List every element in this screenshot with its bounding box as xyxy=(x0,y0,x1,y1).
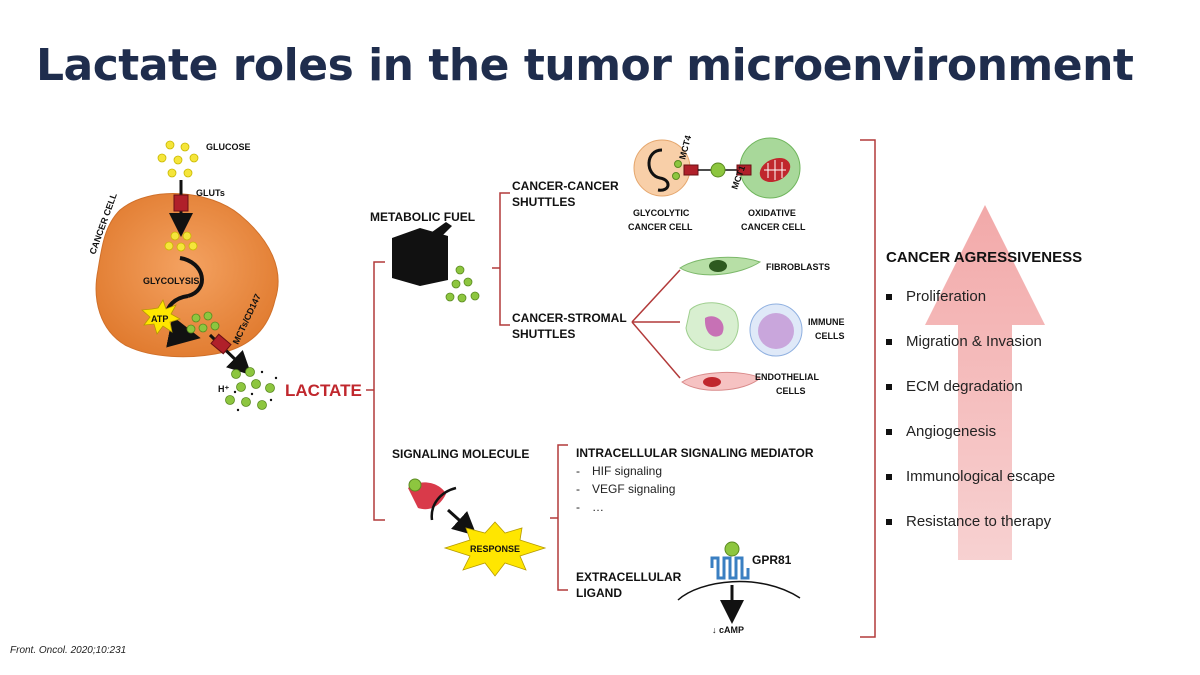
extracellular-line1: EXTRACELLULAR xyxy=(576,570,682,584)
intracellular-item-2: VEGF signaling xyxy=(592,482,675,496)
glucose-label: GLUCOSE xyxy=(206,142,251,152)
list-item: Proliferation xyxy=(884,288,1055,333)
aggressiveness-bracket xyxy=(860,139,876,638)
fibroblasts-label: FIBROBLASTS xyxy=(766,262,830,272)
extracellular-lactate xyxy=(225,367,275,410)
atp-label: ATP xyxy=(151,314,168,324)
list-item-label: Angiogenesis xyxy=(906,423,997,440)
bullet-icon xyxy=(886,519,892,525)
oxidative-label-2: CANCER CELL xyxy=(741,222,806,232)
cc-shuttles-line2: SHUTTLES xyxy=(512,195,575,209)
glycolysis-label: GLYCOLYSIS xyxy=(143,276,199,286)
h-plus-label: H⁺ xyxy=(218,384,229,394)
extracellular-line2: LIGAND xyxy=(576,586,622,600)
list-item-label: Immunological escape xyxy=(906,468,1056,485)
bullet-icon xyxy=(886,474,892,480)
immune-label-2: CELLS xyxy=(815,331,845,341)
lactate-label: LACTATE xyxy=(285,381,362,400)
metabolic-bracket xyxy=(492,192,510,326)
aggressiveness-heading: CANCER AGRESSIVENESS xyxy=(886,249,1083,266)
list-item: Immunological escape xyxy=(884,468,1055,513)
signaling-bracket xyxy=(550,444,568,591)
response-burst: RESPONSE xyxy=(443,521,547,577)
list-item-label: Migration & Invasion xyxy=(906,333,1042,350)
atp-burst: ATP xyxy=(141,299,182,335)
bullet-icon xyxy=(886,339,892,345)
bullet-icon xyxy=(886,294,892,300)
intracellular-item-dash-2: - xyxy=(576,482,580,496)
metabolic-fuel-heading: METABOLIC FUEL xyxy=(370,210,475,224)
shuttle-lactate xyxy=(710,162,726,178)
cancer-cell: CANCER CELL xyxy=(87,191,279,358)
endothelial-cell xyxy=(681,371,761,391)
list-item: Resistance to therapy xyxy=(884,513,1055,558)
aggressiveness-arrow xyxy=(925,205,1045,560)
citation: Front. Oncol. 2020;10:231 xyxy=(10,645,127,656)
receptor-icon xyxy=(408,478,477,537)
glut-transporter xyxy=(173,194,189,212)
list-item-label: Resistance to therapy xyxy=(906,513,1052,530)
cc-shuttles-line1: CANCER-CANCER xyxy=(512,179,619,193)
lymphocyte-cell xyxy=(749,303,803,357)
list-item-label: ECM degradation xyxy=(906,378,1023,395)
oxidative-cell xyxy=(739,137,801,199)
glycolysis-arrow-1 xyxy=(179,256,204,298)
glycolytic-label-1: GLYCOLYTIC xyxy=(633,208,690,218)
internal-lactate xyxy=(186,311,220,334)
intracellular-item-1: HIF signaling xyxy=(592,464,662,478)
signaling-heading: SIGNALING MOLECULE xyxy=(392,447,529,461)
intracellular-item-dash-3: - xyxy=(576,500,580,514)
page-title: Lactate roles in the tumor microenvironm… xyxy=(36,40,1134,91)
macrophage-cell xyxy=(685,302,739,351)
proton-dots xyxy=(233,370,278,412)
glucose-dots xyxy=(157,140,199,178)
intracellular-heading: INTRACELLULAR SIGNALING MEDIATOR xyxy=(576,446,814,460)
glycolytic-label-2: CANCER CELL xyxy=(628,222,693,232)
bullet-icon xyxy=(886,384,892,390)
stromal-fan xyxy=(631,269,681,379)
intracellular-item-3: … xyxy=(592,500,604,514)
cs-shuttles-line2: SHUTTLES xyxy=(512,327,575,341)
mct4-label: MCT4 xyxy=(677,134,693,160)
list-item: Angiogenesis xyxy=(884,423,1055,468)
list-item-label: Proliferation xyxy=(906,288,987,305)
endothelial-label-2: CELLS xyxy=(776,386,806,396)
response-label: RESPONSE xyxy=(470,544,520,554)
bullet-icon xyxy=(886,429,892,435)
endothelial-label-1: ENDOTHELIAL xyxy=(755,372,820,382)
gpr81-receptor xyxy=(677,541,801,624)
list-item: Migration & Invasion xyxy=(884,333,1055,378)
main-bracket xyxy=(366,261,385,521)
fuel-lactate-dots xyxy=(445,265,480,303)
intracellular-item-dash-1: - xyxy=(576,464,580,478)
internal-glucose xyxy=(164,231,198,252)
mct-transporter xyxy=(210,333,232,355)
camp-label: ↓ cAMP xyxy=(712,625,744,635)
oxidative-label-1: OXIDATIVE xyxy=(748,208,796,218)
fuel-can-icon xyxy=(392,222,452,286)
aggressiveness-list: Proliferation Migration & Invasion ECM d… xyxy=(884,288,1055,558)
cs-shuttles-line1: CANCER-STROMAL xyxy=(512,311,627,325)
gluts-label: GLUTs xyxy=(196,188,225,198)
fibroblast-cell xyxy=(679,256,762,276)
glycolytic-cell xyxy=(633,139,691,197)
list-item: ECM degradation xyxy=(884,378,1055,423)
mct1-transporter xyxy=(736,164,752,176)
mct4-transporter xyxy=(683,164,699,176)
immune-label-1: IMMUNE xyxy=(808,317,845,327)
gpr81-label: GPR81 xyxy=(752,553,792,567)
